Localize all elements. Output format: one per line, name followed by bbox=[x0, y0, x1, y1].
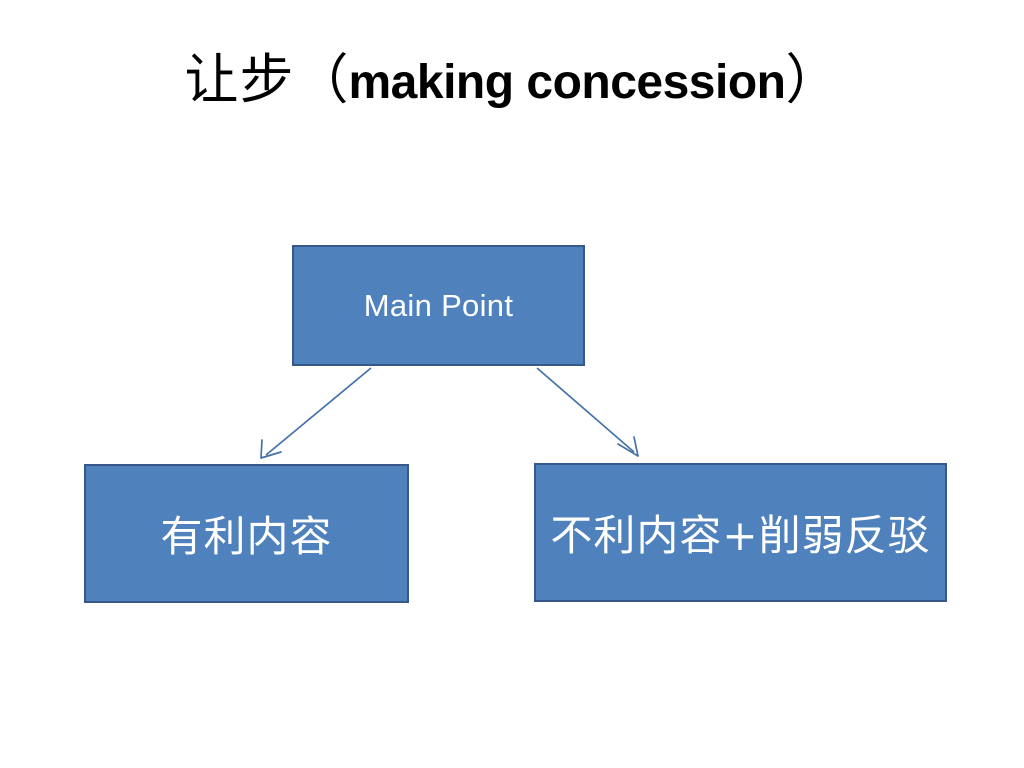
arrowhead-left bbox=[260, 439, 282, 459]
edge-line-left bbox=[265, 367, 372, 456]
node-main-point[interactable]: Main Point bbox=[292, 245, 585, 366]
edge-main-to-right bbox=[536, 367, 639, 457]
page-title-chinese: 让步 bbox=[184, 48, 295, 111]
page-title-close-paren: ） bbox=[785, 48, 840, 111]
arrowhead-right bbox=[617, 436, 639, 457]
node-favorable-content[interactable]: 有利内容 bbox=[84, 464, 409, 603]
page-title-english: making concession bbox=[348, 56, 786, 109]
node-unfavorable-content[interactable]: 不利内容+削弱反驳 bbox=[534, 463, 947, 602]
edge-main-to-left bbox=[260, 367, 372, 459]
node-main-point-label: Main Point bbox=[363, 287, 514, 323]
node-favorable-content-label: 有利内容 bbox=[160, 512, 333, 561]
node-unfavorable-content-label: 不利内容+削弱反驳 bbox=[550, 511, 931, 560]
edge-line-right bbox=[536, 367, 635, 453]
page-title-open-paren: （ bbox=[294, 48, 349, 111]
page-title: 让步（making concession） bbox=[0, 51, 1024, 109]
